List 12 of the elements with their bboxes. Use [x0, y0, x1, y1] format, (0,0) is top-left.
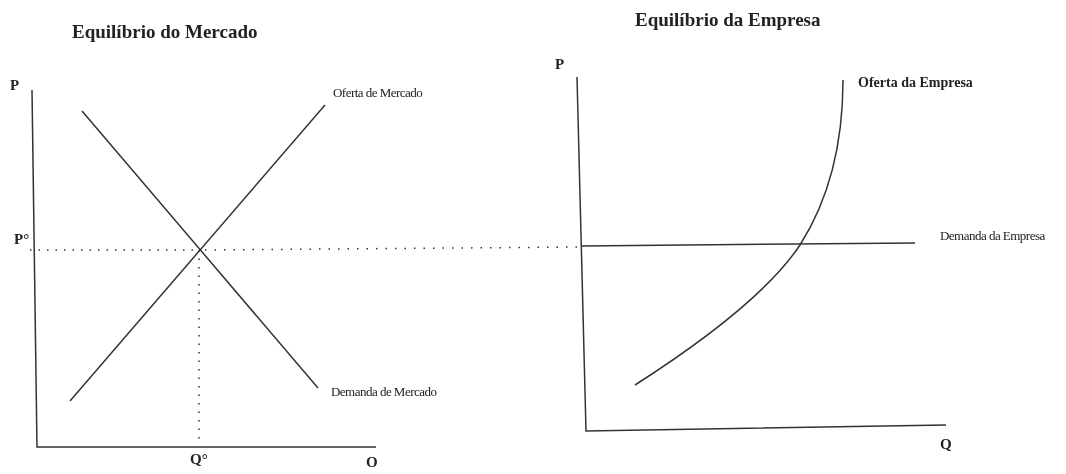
curve-label: Demanda de Mercado	[331, 385, 437, 398]
axis-label: P	[555, 57, 565, 72]
curve-label: Oferta da Empresa	[858, 76, 973, 90]
chart-title: Equilíbrio do Mercado	[72, 22, 258, 41]
axis-label: Q°	[190, 452, 208, 467]
axis-label: P	[10, 78, 20, 93]
axis-label: Q	[940, 437, 952, 452]
axis-label: P°	[14, 232, 30, 247]
chart-title: Equilíbrio da Empresa	[635, 10, 821, 29]
axis-label: O	[366, 455, 378, 470]
curve-label: Oferta de Mercado	[333, 86, 423, 99]
curve-label: Demanda da Empresa	[940, 229, 1045, 242]
